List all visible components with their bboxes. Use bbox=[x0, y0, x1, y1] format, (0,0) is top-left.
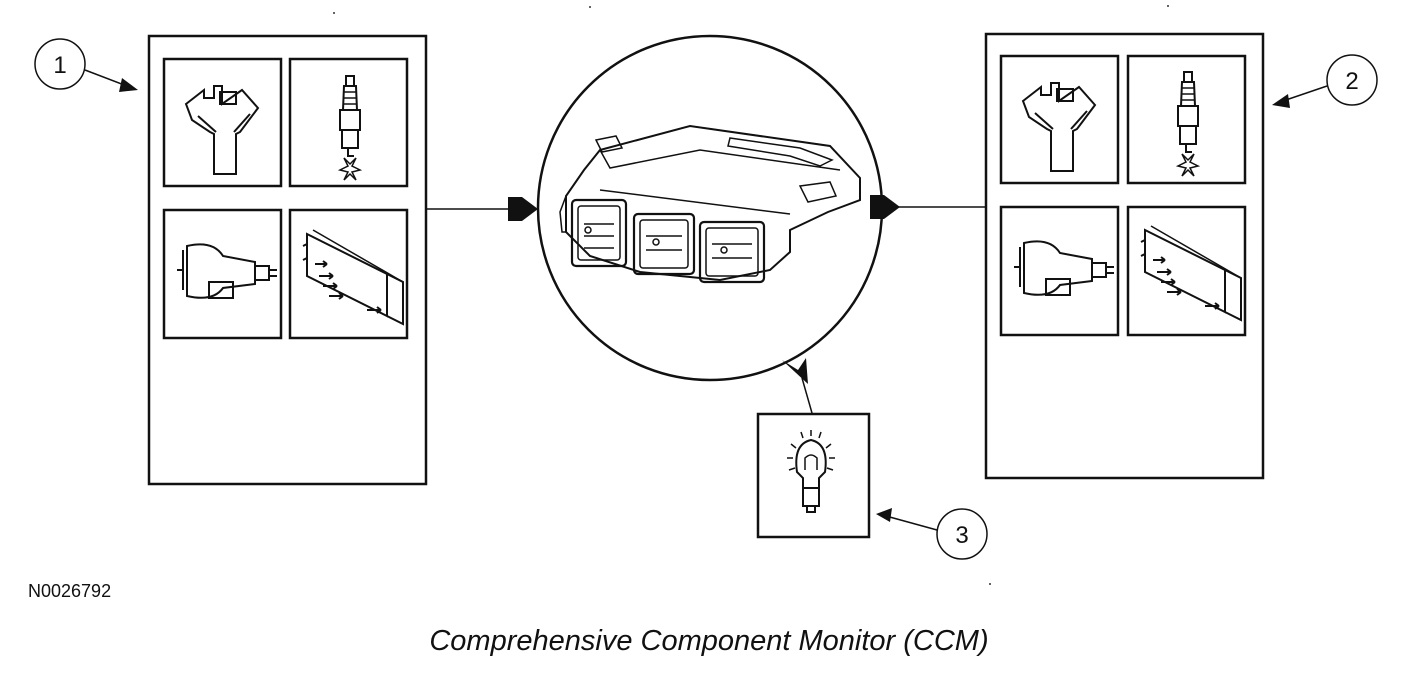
scan-specks bbox=[333, 5, 1169, 585]
callout-3: 3 bbox=[876, 508, 988, 560]
input-panel bbox=[147, 34, 428, 486]
callout-2: 2 bbox=[1272, 54, 1378, 108]
powertrain-control-module-icon bbox=[559, 124, 861, 284]
input-tile-injector bbox=[162, 57, 283, 188]
spark-plug-icon bbox=[1177, 71, 1199, 177]
idle-air-control-icon bbox=[176, 243, 278, 299]
pcm-module bbox=[536, 34, 884, 382]
callout-1-number: 1 bbox=[53, 52, 66, 79]
input-tile-harness bbox=[288, 208, 409, 340]
figure-caption: Comprehensive Component Monitor (CCM) bbox=[429, 625, 989, 657]
input-tile-iac bbox=[162, 208, 283, 340]
output-tile-sparkplug bbox=[1126, 54, 1247, 185]
callout-2-arrow-icon bbox=[1272, 94, 1290, 108]
lamp-arrow-icon bbox=[782, 358, 808, 384]
idle-air-control-icon bbox=[1013, 240, 1115, 296]
flow-lines bbox=[426, 195, 986, 414]
fuel-injector-icon bbox=[1022, 82, 1096, 172]
figure-code: N0026792 bbox=[28, 581, 112, 601]
malfunction-lamp-icon bbox=[786, 429, 836, 513]
sensor-harness-icon bbox=[1140, 225, 1242, 321]
callout-1-arrow-icon bbox=[119, 78, 138, 92]
spark-plug-icon bbox=[339, 75, 361, 181]
fuel-injector-icon bbox=[185, 85, 259, 175]
sensor-harness-icon bbox=[302, 229, 404, 325]
input-arrow-icon bbox=[508, 197, 538, 221]
input-tile-sparkplug bbox=[288, 57, 409, 188]
callout-1: 1 bbox=[34, 38, 138, 92]
output-panel bbox=[984, 32, 1265, 480]
module-to-lamp-line bbox=[801, 377, 813, 414]
output-tile-harness bbox=[1126, 205, 1247, 337]
callout-3-number: 3 bbox=[955, 522, 968, 549]
output-tile-injector bbox=[999, 54, 1120, 185]
callout-2-number: 2 bbox=[1345, 68, 1358, 95]
indicator-lamp bbox=[756, 412, 871, 539]
output-tile-iac bbox=[999, 205, 1120, 337]
callout-3-arrow-icon bbox=[876, 508, 892, 522]
output-arrow-icon bbox=[870, 195, 900, 219]
